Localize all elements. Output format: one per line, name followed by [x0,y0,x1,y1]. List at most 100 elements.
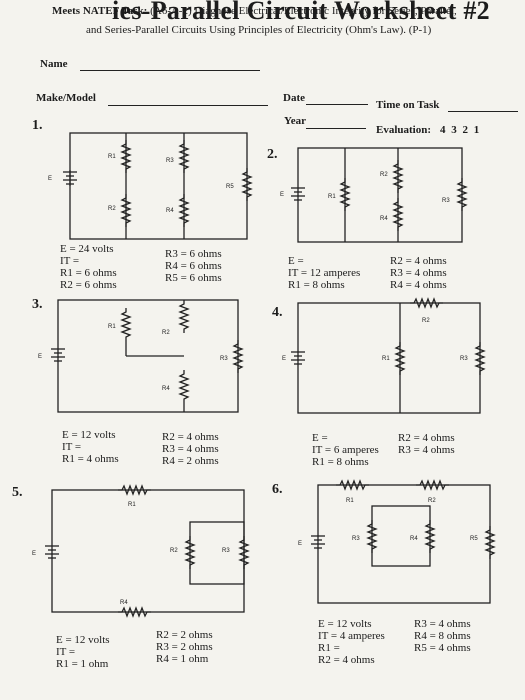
circuit-6-r1-label: R1 [346,498,354,504]
circuit-4-e-label: E [282,356,286,362]
problem-2-it-value: IT = 12 amperes [288,267,361,279]
task-text: (A6-A-2) Diagnose Electrical/Electronic … [150,5,457,17]
problem-5-r3-value: R3 = 2 ohms [156,641,213,653]
problem-4-it-value: IT = 6 amperes [312,444,379,456]
problem-2-values-left: E = IT = 12 amperes R1 = 8 ohms [288,255,360,291]
problem-5-r1-value: R1 = 1 ohm [56,658,109,670]
problem-4-number: 4. [272,305,283,320]
problem-1-values-right: R3 = 6 ohms R4 = 6 ohms R5 = 6 ohms [165,248,222,284]
problem-6-r1-value[interactable]: R1 = [318,642,340,654]
circuit-1-r4-label: R4 [166,208,174,214]
problem-1-e-value: E = 24 volts [60,243,114,255]
problem-3-r1-value: R1 = 4 ohms [62,453,119,465]
circuit-1-r5-label: R5 [226,184,234,190]
problem-5-it-value[interactable]: IT = [56,646,76,658]
problem-1-it-value[interactable]: IT = [60,255,80,267]
circuit-5-r1-label: R1 [128,502,136,508]
name-field[interactable] [80,70,260,71]
circuit-6-r5-label: R5 [470,536,478,542]
problem-1-r3-value: R3 = 6 ohms [165,248,222,260]
circuit-4-r2-label: R2 [422,318,430,324]
problem-1-r2-value: R2 = 6 ohms [60,279,117,291]
problem-3-it-value[interactable]: IT = [62,441,82,453]
year-field[interactable] [306,128,366,129]
problem-6-e-value: E = 12 volts [318,618,372,630]
problem-5-r4-value: R4 = 1 ohm [156,653,209,665]
problem-6-r4-value: R4 = 8 ohms [414,630,471,642]
circuit-1-e-label: E [48,176,52,182]
circuit-6-r3-label: R3 [352,536,360,542]
problem-2-values-right: R2 = 4 ohms R3 = 4 ohms R4 = 4 ohms [390,255,447,291]
time-on-task-label: Time on Task [376,99,440,111]
problem-4-r1-value: R1 = 8 ohms [312,456,369,468]
circuit-6-e-label: E [298,541,302,547]
problem-1-r5-value: R5 = 6 ohms [165,272,222,284]
meets-label: Meets NATEF Task: [52,5,148,17]
circuit-3-r3-label: R3 [220,356,228,362]
worksheet-title: ies-Parallel Circuit Worksheet #2 [112,0,490,25]
problem-4-e-value[interactable]: E = [312,432,328,444]
circuit-3-r2-label: R2 [162,330,170,336]
circuit-1-diagram: E R1 R2 R3 R4 R5 [48,132,252,240]
problem-1-r4-value: R4 = 6 ohms [165,260,222,272]
circuit-2-r1-label: R1 [328,194,336,200]
problem-6-values-left: E = 12 volts IT = 4 amperes R1 = R2 = 4 … [318,618,385,666]
circuit-4-r1-label: R1 [382,356,390,362]
circuit-6-r2-label: R2 [428,498,436,504]
problem-5-values-right: R2 = 2 ohms R3 = 2 ohms R4 = 1 ohm [156,629,213,665]
problem-2-r2-value: R2 = 4 ohms [390,255,447,267]
circuit-2-r2-label: R2 [380,172,388,178]
problem-5-values-left: E = 12 volts IT = R1 = 1 ohm [56,634,110,670]
problem-1-number: 1. [32,118,43,133]
circuit-1-r2-label: R2 [108,206,116,212]
circuit-5-r3-label: R3 [222,548,230,554]
problem-6-r2-value: R2 = 4 ohms [318,654,375,666]
date-label: Date [283,92,305,104]
circuit-2-e-label: E [280,192,284,198]
evaluation-label: Evaluation: [376,124,432,136]
problem-6-values-right: R3 = 4 ohms R4 = 8 ohms R5 = 4 ohms [414,618,471,654]
name-label: Name [40,58,68,70]
circuit-5-r2-label: R2 [170,548,178,554]
circuit-2-diagram: E R1 R2 R3 R4 [280,147,467,243]
make-model-label: Make/Model [36,92,96,104]
problem-3-r3-value: R3 = 4 ohms [162,443,219,455]
problem-1-r1-value: R1 = 6 ohms [60,267,117,279]
circuit-6-diagram: E R1 R2 R3 R4 R5 [298,480,495,604]
year-label: Year [284,115,306,127]
circuit-1-r1-label: R1 [108,154,116,160]
circuit-4-diagram: E R1 R2 R3 [282,298,485,414]
circuit-2-r3-label: R3 [442,198,450,204]
problem-4-values-right: R2 = 4 ohms R3 = 4 ohms [398,432,455,456]
natef-task-line: Meets NATEF Task: (A6-A-2) Diagnose Elec… [52,5,457,17]
circuit-5-e-label: E [32,551,36,557]
make-model-field[interactable] [108,105,268,106]
problem-4-r2-value: R2 = 4 ohms [398,432,455,444]
problem-3-r4-value: R4 = 2 ohms [162,455,219,467]
task-text-continued: and Series-Parallel Circuits Using Princ… [86,24,432,36]
problem-3-r2-value: R2 = 4 ohms [162,431,219,443]
time-on-task-field[interactable] [448,111,518,112]
circuit-3-diagram: E R1 R2 R3 R4 [38,299,243,413]
problem-5-e-value: E = 12 volts [56,634,110,646]
problem-3-number: 3. [32,297,43,312]
circuit-1-r3-label: R3 [166,158,174,164]
problem-1-values-left: E = 24 volts IT = R1 = 6 ohms R2 = 6 ohm… [60,243,117,291]
circuit-5-diagram: E R1 R2 R3 R4 [32,485,249,617]
problem-2-r1-value: R1 = 8 ohms [288,279,345,291]
problem-6-r5-value: R5 = 4 ohms [414,642,471,654]
problem-3-values-left: E = 12 volts IT = R1 = 4 ohms [62,429,119,465]
circuit-3-r4-label: R4 [162,386,170,392]
circuit-3-r1-label: R1 [108,324,116,330]
problem-4-values-left: E = IT = 6 amperes R1 = 8 ohms [312,432,379,468]
problem-2-e-value[interactable]: E = [288,255,304,267]
problem-6-it-value: IT = 4 amperes [318,630,385,642]
evaluation-scores[interactable]: 4 3 2 1 [440,124,480,136]
problem-6-r3-value: R3 = 4 ohms [414,618,471,630]
problem-5-r2-value: R2 = 2 ohms [156,629,213,641]
problem-2-r3-value: R3 = 4 ohms [390,267,447,279]
date-field[interactable] [306,104,368,105]
problem-6-number: 6. [272,482,283,497]
